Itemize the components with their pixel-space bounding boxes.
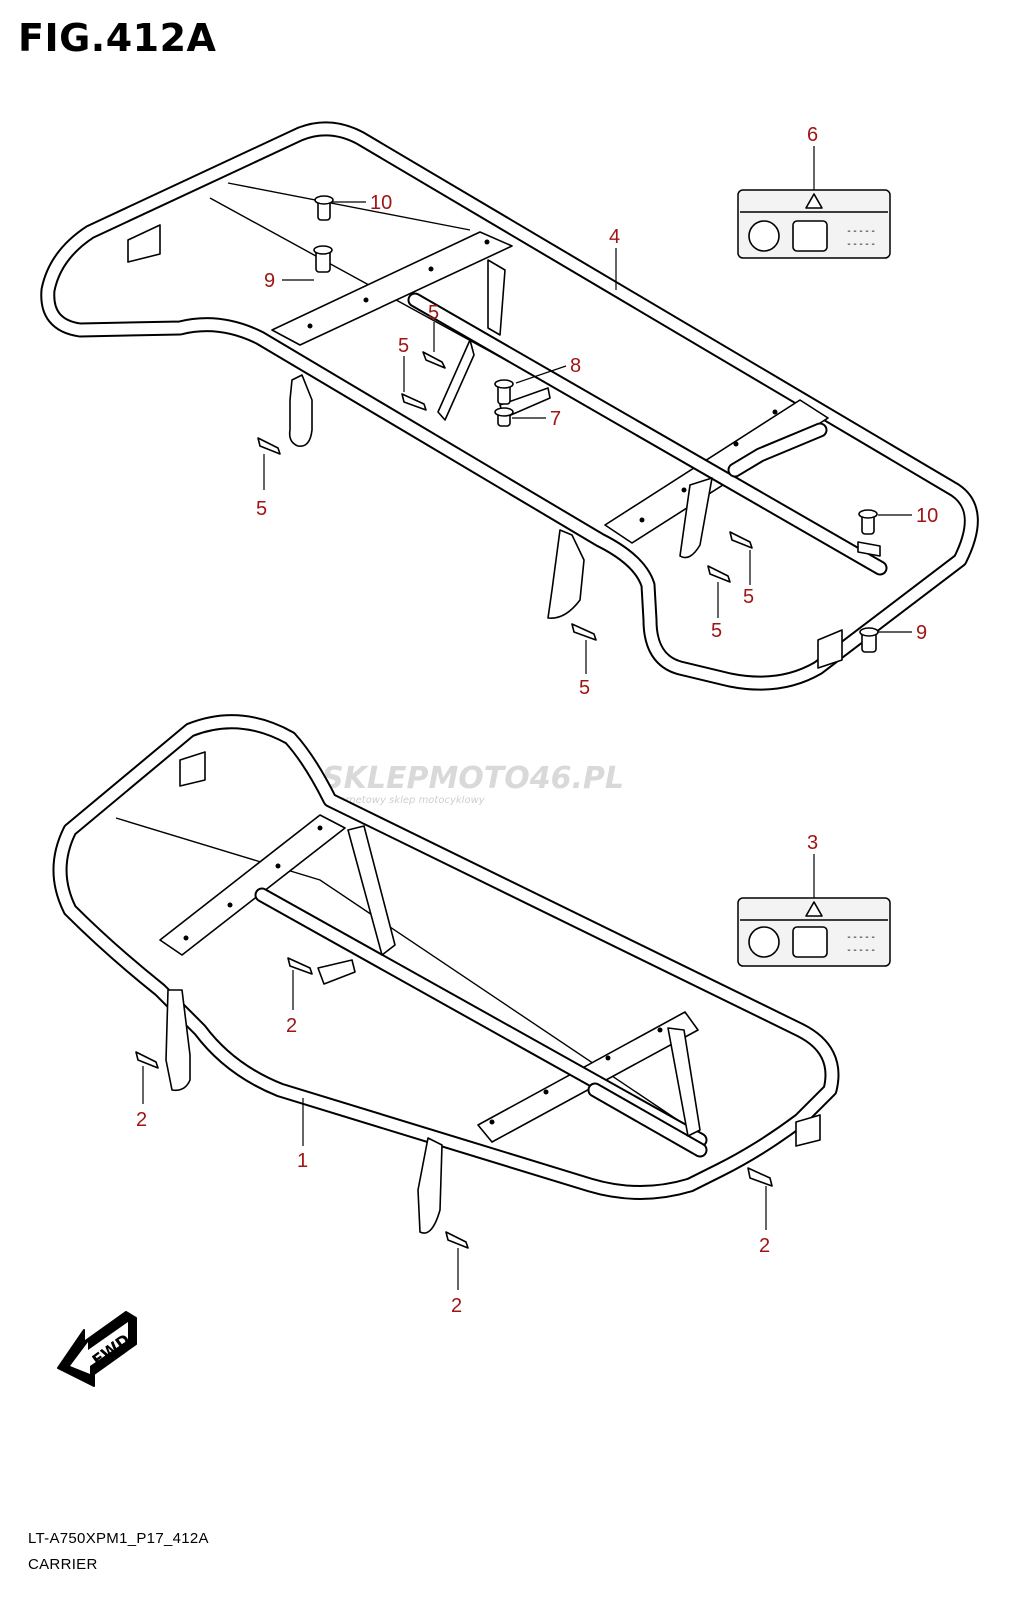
callout-label: 10 <box>916 505 938 527</box>
cargo-icon <box>792 926 828 958</box>
callout-label: 5 <box>743 586 754 608</box>
bolt-icon <box>571 623 597 641</box>
callout-label: 9 <box>264 270 275 292</box>
callout-label: 2 <box>451 1295 462 1317</box>
warning-triangle-icon <box>805 901 823 917</box>
manual-book-icon <box>748 220 780 252</box>
figure-code: LT-A750XPM1_P17_412A <box>28 1530 209 1547</box>
fwd-arrow: FWD <box>57 1311 137 1387</box>
bolt-icon <box>401 393 427 411</box>
bolt-icon <box>747 1167 773 1187</box>
warning-triangle-icon <box>805 193 823 209</box>
callouts: 10 9 5 5 5 8 7 4 6 10 5 5 5 9 3 2 2 1 <box>136 124 938 1317</box>
bolt-icon <box>445 1231 469 1249</box>
warning-label-6: ----- ----- <box>737 189 891 259</box>
callout-label: 4 <box>609 226 620 248</box>
callout-label: 2 <box>286 1015 297 1037</box>
callout-label: 9 <box>916 622 927 644</box>
callout-label: 1 <box>297 1150 308 1172</box>
callout-label: 6 <box>807 124 818 146</box>
callout-label: 3 <box>807 832 818 854</box>
upper-fasteners <box>257 195 879 653</box>
label-dash-line: ----- <box>846 226 876 237</box>
watermark-brand: SKLEPMOTO46.PL <box>322 761 624 796</box>
warning-label-3: ----- ----- <box>737 897 891 967</box>
watermark-tagline: internetowy sklep motocyklowy <box>326 795 486 806</box>
callout-label: 5 <box>579 677 590 699</box>
bolt-icon <box>422 351 446 369</box>
bolt-icon <box>287 957 313 975</box>
lower-carrier-frame <box>52 714 840 1234</box>
manual-book-icon <box>748 926 780 958</box>
bolt-icon <box>707 565 731 583</box>
bolt-icon <box>729 531 753 549</box>
cargo-icon <box>792 220 828 252</box>
callout-label: 5 <box>256 498 267 520</box>
lower-fasteners <box>135 957 773 1249</box>
label-dash-line: ----- <box>846 239 876 250</box>
callout-label: 5 <box>711 620 722 642</box>
callout-label: 8 <box>570 355 581 377</box>
label-dash-line: ----- <box>846 932 876 943</box>
bolt-icon <box>257 437 281 455</box>
callout-label: 7 <box>550 408 561 430</box>
upper-carrier-frame <box>40 121 979 691</box>
callout-label: 2 <box>136 1109 147 1131</box>
callout-label: 5 <box>428 302 439 324</box>
figure-title: FIG.412A <box>18 16 217 60</box>
bolt-icon <box>135 1051 159 1069</box>
callout-label: 5 <box>398 335 409 357</box>
figure-name: CARRIER <box>28 1556 98 1573</box>
label-dash-line: ----- <box>846 945 876 956</box>
watermark: SKLEPMOTO46.PL internetowy sklep motocyk… <box>322 761 624 806</box>
callout-label: 2 <box>759 1235 770 1257</box>
callout-label: 10 <box>370 192 392 214</box>
